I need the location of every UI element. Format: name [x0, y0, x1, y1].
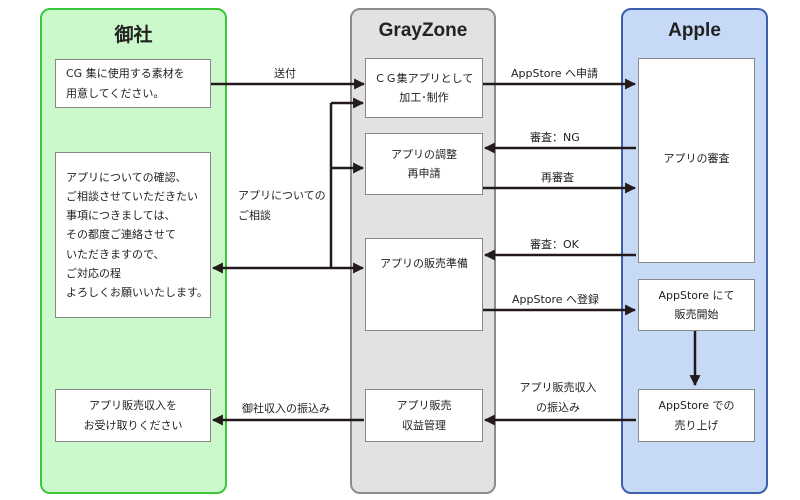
box-client-materials: CG 集に使用する素材を 用意してください。 [55, 59, 211, 108]
label-apply: AppStore へ申請 [511, 67, 599, 80]
label-ng: 審査：NG [530, 131, 580, 144]
label-consult: アプリについての ご相談 [238, 189, 326, 222]
lane-client-title: 御社 [114, 25, 153, 46]
box-gz-prepare: アプリの販売準備 [365, 238, 483, 331]
lane-apple-title: Apple [668, 20, 721, 41]
box-gz-produce: ＣＧ集アプリとして 加工･制作 [365, 58, 483, 118]
box-client-consult: アプリについての確認、 ご相談させていただきたい 事項につきましては、 その都度… [55, 152, 211, 318]
box-gz-adjust: アプリの調整 再申請 [365, 133, 483, 195]
box-client-receive: アプリ販売収入を お受け取りください [55, 389, 211, 442]
label-client-transfer: 御社収入の振込み [242, 402, 330, 415]
box-apple-review: アプリの審査 [638, 58, 755, 263]
label-send: 送付 [274, 67, 296, 80]
label-register: AppStore へ登録 [512, 293, 600, 306]
lane-grayzone-title: GrayZone [378, 20, 468, 41]
box-apple-start: AppStore にて 販売開始 [638, 279, 755, 331]
label-revenue-transfer: アプリ販売収入 の振込み [519, 381, 597, 414]
box-gz-revenue: アプリ販売 収益管理 [365, 389, 483, 442]
label-ok: 審査：OK [530, 238, 579, 251]
box-apple-sales: AppStore での 売り上げ [638, 389, 755, 442]
label-rereview: 再審査 [541, 171, 574, 184]
